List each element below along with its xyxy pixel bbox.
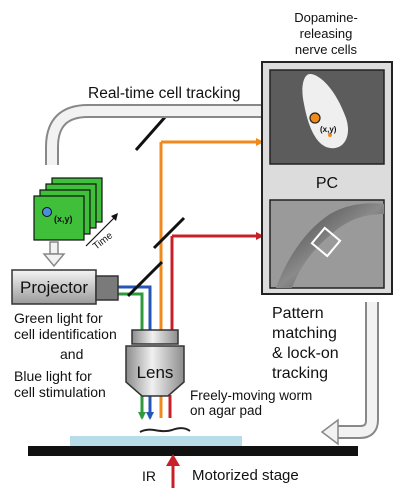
- top-coord-label: (x,y): [320, 125, 337, 134]
- feedback-pipe-icon: [336, 302, 377, 437]
- down-arrow-icon: [42, 253, 66, 268]
- dopamine-line3: nerve cells: [295, 42, 358, 57]
- lock-on-box-icon: [310, 226, 342, 258]
- realtime-label: Real-time cell tracking: [88, 85, 240, 102]
- tracking-pipe-icon: [47, 106, 268, 165]
- pattern-line4: tracking: [272, 365, 328, 382]
- pattern-line1: Pattern: [272, 305, 324, 322]
- time-arrow-line: [85, 215, 117, 247]
- pattern-line3: & lock-on: [272, 345, 339, 362]
- dopamine-line2: releasing: [300, 26, 353, 41]
- worm-line1: Freely-moving worm: [190, 388, 312, 403]
- stage-label: Motorized stage: [192, 467, 299, 484]
- feedback-arrow-icon: [320, 418, 339, 446]
- mirror-icon: [152, 216, 186, 250]
- dopamine-line1: Dopamine-: [294, 10, 358, 25]
- frame-coord-label: (x,y): [54, 214, 73, 224]
- lens-label: Lens: [137, 363, 174, 382]
- agar-pad: [70, 436, 242, 446]
- cell-body-image: [302, 74, 349, 149]
- green-light-line1: Green light for: [14, 310, 103, 326]
- pc-label: PC: [316, 175, 338, 192]
- projector-lens-icon: [95, 275, 119, 301]
- blue-beam: [118, 285, 152, 330]
- ir-label: IR: [142, 468, 156, 484]
- second-cell-icon: [328, 133, 332, 137]
- worm-image: [276, 203, 384, 288]
- worm-line2: on agar pad: [190, 403, 262, 418]
- tracked-cell-icon: [309, 112, 321, 124]
- cell-marker-icon: [42, 207, 52, 217]
- worm-icon: [139, 427, 191, 433]
- projector-label: Projector: [20, 278, 88, 297]
- time-label: Time: [91, 230, 115, 252]
- blue-light-line2: cell stimulation: [14, 384, 106, 400]
- blue-light-line1: Blue light for: [14, 368, 92, 384]
- mirror-icon: [126, 260, 164, 298]
- frame-front: [33, 195, 85, 241]
- lens-top: [131, 329, 179, 345]
- lens-icon: [125, 345, 185, 397]
- mirror-icon: [134, 115, 168, 151]
- time-arrow-icon: [111, 213, 118, 221]
- and-label: and: [60, 346, 83, 362]
- green-beam: [118, 292, 144, 330]
- motorized-stage: [28, 446, 358, 456]
- green-light-line2: cell identification: [14, 326, 117, 342]
- pattern-line2: matching: [272, 325, 337, 342]
- feedback-pipe-outline: [336, 302, 379, 439]
- down-arrow-shaft: [49, 241, 59, 255]
- ir-arrow-icon: [166, 454, 180, 466]
